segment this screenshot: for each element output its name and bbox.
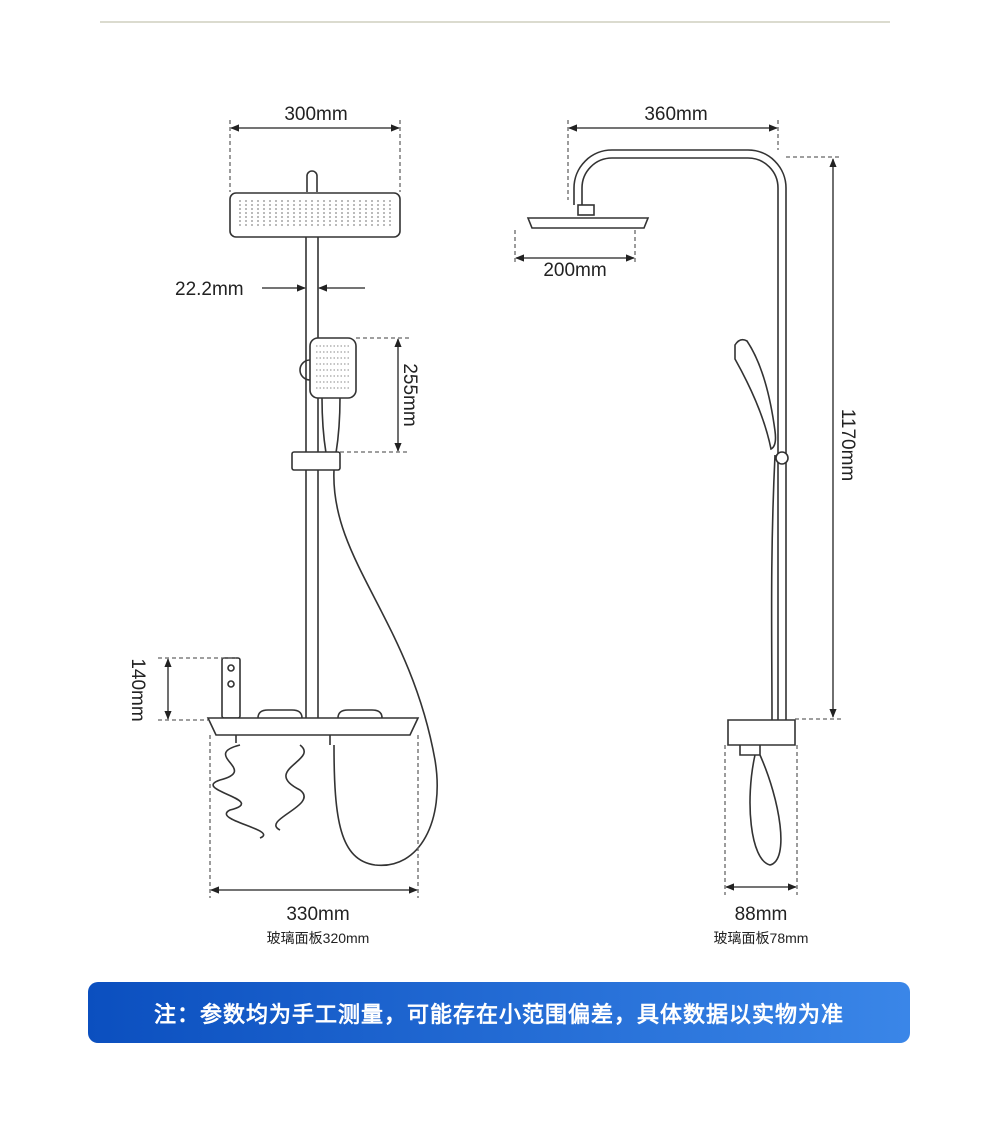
shower-arm (573, 149, 787, 720)
note-text: 注：参数均为手工测量，可能存在小范围偏差，具体数据以实物为准 (153, 1002, 844, 1028)
side-shelf (727, 719, 796, 746)
slide-bar (305, 237, 319, 718)
hose (333, 469, 438, 866)
top-nub (306, 170, 318, 192)
pipe-diameter-label: 22.2mm (175, 279, 244, 300)
glass-panel-side-label: 玻璃面板78mm (714, 930, 809, 946)
glass-shelf (206, 717, 420, 736)
valve-height-label: 140mm (127, 658, 148, 721)
front-view-shower (206, 170, 438, 866)
coil-hose (212, 735, 305, 839)
total-height-label: 1170mm (837, 409, 858, 482)
glass-panel-front-label: 玻璃面板320mm (267, 930, 370, 946)
side-dimension-lines (514, 120, 842, 895)
slide-bracket (291, 451, 341, 471)
measurement-note-banner: 注：参数均为手工测量，可能存在小范围偏差，具体数据以实物为准 (88, 982, 910, 1043)
handheld-head (309, 337, 357, 399)
arm-reach-label: 360mm (644, 104, 707, 125)
rain-shower-head (229, 192, 401, 238)
valve (221, 657, 241, 719)
head-depth-label: 200mm (543, 260, 606, 281)
side-shower-head (526, 217, 650, 229)
front-dimension-lines (158, 120, 419, 898)
side-handheld (734, 338, 777, 451)
handheld-length-label: 255mm (399, 363, 420, 426)
side-view-shower (526, 149, 796, 866)
shelf-width-label: 330mm (286, 904, 349, 925)
head-width-label: 300mm (284, 104, 347, 125)
shelf-depth-label: 88mm (735, 904, 788, 925)
